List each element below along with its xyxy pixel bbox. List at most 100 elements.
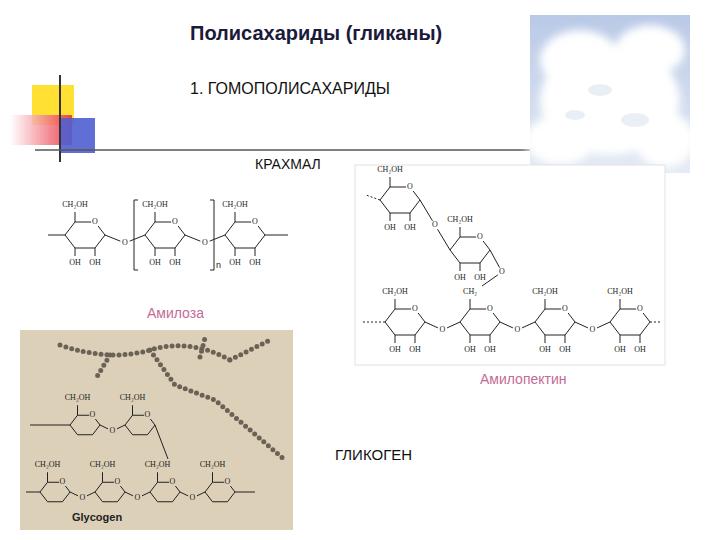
amylopectin-panel xyxy=(355,165,665,365)
atom-label: CH₂OH xyxy=(34,461,61,469)
figure-label: Амилопектин xyxy=(480,372,567,387)
atom-label: OH xyxy=(538,346,552,354)
bond-line xyxy=(620,335,621,343)
atom-label: CH₂OH xyxy=(531,288,558,296)
atom-label: O xyxy=(91,218,99,226)
atom-label: OH xyxy=(88,259,102,267)
chain-end xyxy=(265,235,288,236)
atom-label: OH xyxy=(68,259,82,267)
atom-label: O xyxy=(79,494,87,502)
atom-label: O xyxy=(589,326,597,334)
glycosidic-bond xyxy=(180,492,188,496)
glycosidic-bond xyxy=(490,250,500,268)
glycosidic-bond xyxy=(447,322,460,328)
atom-label: O xyxy=(486,305,494,313)
bond-line xyxy=(390,177,391,187)
bond-line xyxy=(235,248,236,256)
bond-line xyxy=(390,213,391,221)
bond-line xyxy=(545,335,546,343)
bond-line xyxy=(470,335,471,343)
atom-label: O xyxy=(411,305,419,313)
branch-bond xyxy=(155,425,168,459)
atom-label: O xyxy=(636,305,644,313)
starch-photo xyxy=(525,15,695,173)
atom-label: CH₂OH xyxy=(606,288,633,296)
bond-line xyxy=(640,335,641,343)
atom-label: O xyxy=(59,478,67,486)
glycosidic-bond xyxy=(420,200,432,221)
glycosidic-bond xyxy=(425,322,438,328)
atom-label: OH xyxy=(383,224,397,232)
atom-label: CH₂OH xyxy=(221,201,248,209)
chain-end xyxy=(48,235,65,236)
atom-label: O xyxy=(109,427,117,435)
rule-line xyxy=(35,149,530,151)
atom-label: OH xyxy=(403,224,417,232)
atom-label: O xyxy=(561,305,569,313)
glycosidic-bond xyxy=(87,492,95,496)
atom-label: CH₂OH xyxy=(144,461,171,469)
glycosidic-bond xyxy=(575,322,588,328)
atom-label: O xyxy=(498,268,506,276)
atom-label: CH₂ xyxy=(462,288,478,296)
bond-line xyxy=(132,405,133,415)
atom-label: O xyxy=(169,478,177,486)
bond-line xyxy=(75,212,76,222)
sugar-ring xyxy=(385,309,425,335)
bond-line xyxy=(95,248,96,256)
bond-line xyxy=(460,263,461,271)
glycosidic-bond xyxy=(130,235,145,241)
glycosidic-bond xyxy=(438,229,450,250)
atom-label: OH xyxy=(633,346,647,354)
bond-line xyxy=(470,299,471,309)
atom-label: O xyxy=(114,478,122,486)
atom-label: CH₂OH xyxy=(64,394,91,402)
section-heading: 1. ГОМОПОЛИСАХАРИДЫ xyxy=(190,80,390,98)
atom-label: O xyxy=(431,221,439,229)
atom-label: O xyxy=(189,494,197,502)
glycosidic-bond xyxy=(100,425,108,429)
atom-label: O xyxy=(201,239,209,247)
atom-label: CH₂OH xyxy=(89,461,116,469)
bond-line xyxy=(620,299,621,309)
repeat-bracket xyxy=(134,200,138,270)
bond-line xyxy=(545,299,546,309)
atom-label: O xyxy=(224,478,232,486)
bond-line xyxy=(47,472,48,482)
chain-end xyxy=(650,322,662,323)
atom-label: OH xyxy=(463,346,477,354)
chain-end xyxy=(30,425,70,426)
atom-label: OH xyxy=(148,259,162,267)
chain-end xyxy=(235,492,255,493)
chain-end xyxy=(362,322,385,323)
bond-line xyxy=(480,263,481,271)
bond-line xyxy=(565,335,566,343)
bond-line xyxy=(175,248,176,256)
bond-line xyxy=(395,299,396,309)
glycosidic-bond xyxy=(500,322,513,328)
atom-label: O xyxy=(89,411,97,419)
atom-label: O xyxy=(134,494,142,502)
sugar-ring xyxy=(145,222,185,248)
atom-label: O xyxy=(406,183,414,191)
atom-label: O xyxy=(514,326,522,334)
atom-label: O xyxy=(251,218,259,226)
atom-label: CH₂OH xyxy=(381,288,408,296)
atom-label: OH xyxy=(613,346,627,354)
atom-label: CH₂OH xyxy=(119,394,146,402)
photo-caption: Glycogen xyxy=(72,511,122,523)
glycogen-photo xyxy=(20,330,293,530)
sugar-ring xyxy=(380,187,420,213)
structural-formulas xyxy=(26,177,662,502)
bond-line xyxy=(77,405,78,415)
atom-label: OH xyxy=(168,259,182,267)
bond-line xyxy=(235,212,236,222)
chain-end xyxy=(366,195,380,200)
atom-label: O xyxy=(171,218,179,226)
atom-label: OH xyxy=(453,274,467,282)
chain-end xyxy=(26,492,40,493)
atom-label: OH xyxy=(483,346,497,354)
bond-line xyxy=(102,472,103,482)
